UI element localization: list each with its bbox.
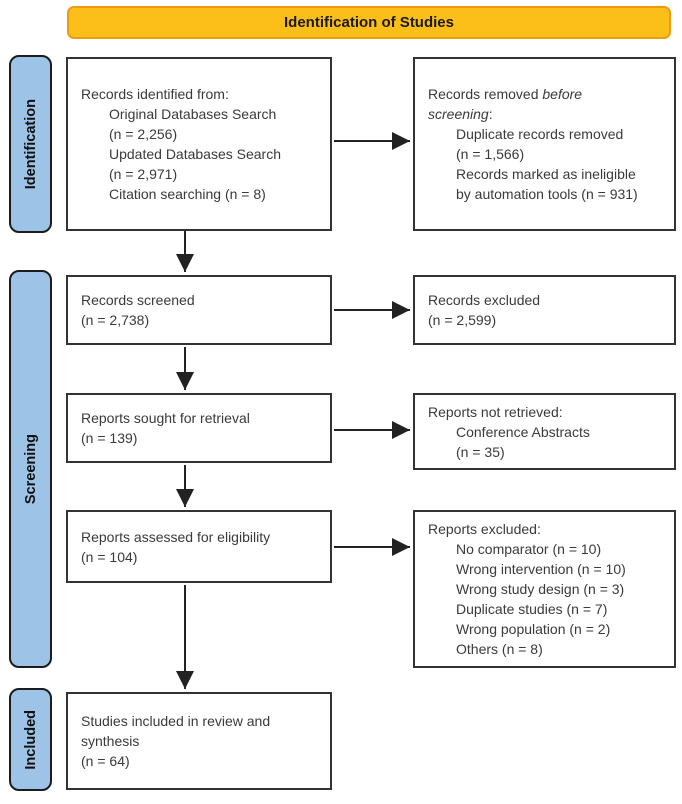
stage-label-screening-text: Screening [22, 433, 39, 505]
records-excluded-text: Records excluded(n = 2,599) [428, 292, 541, 328]
records-excluded-box: Records excluded(n = 2,599) [413, 275, 676, 345]
diagram-title: Identification of Studies [283, 14, 454, 31]
records-screened-box: Records screened(n = 2,738) [66, 275, 332, 345]
diagram-title-banner: Identification of Studies [67, 6, 671, 39]
records-identified-box: Records identified from:Original Databas… [66, 57, 332, 231]
reports-not-retrieved-box: Reports not retrieved:Conference Abstrac… [413, 393, 676, 470]
stage-label-identification: Identification [9, 55, 52, 233]
records-screened-text: Records screened(n = 2,738) [81, 292, 195, 328]
reports-assessed-text: Reports assessed for eligibility(n = 104… [81, 528, 271, 565]
reports-sought-text: Reports sought for retrieval(n = 139) [81, 410, 250, 446]
stage-label-screening: Screening [9, 270, 52, 668]
stage-label-included: Included [9, 688, 52, 791]
stage-label-identification-text: Identification [22, 98, 39, 190]
stage-label-included-text: Included [22, 709, 39, 770]
reports-excluded-text: Reports excluded:No comparator (n = 10)W… [428, 521, 626, 657]
reports-assessed-box: Reports assessed for eligibility(n = 104… [66, 510, 332, 583]
reports-not-retrieved-text: Reports not retrieved:Conference Abstrac… [428, 403, 590, 460]
records-identified-text: Records identified from:Original Databas… [81, 86, 281, 202]
reports-excluded-box: Reports excluded:No comparator (n = 10)W… [413, 510, 676, 668]
reports-sought-box: Reports sought for retrieval(n = 139) [66, 393, 332, 463]
